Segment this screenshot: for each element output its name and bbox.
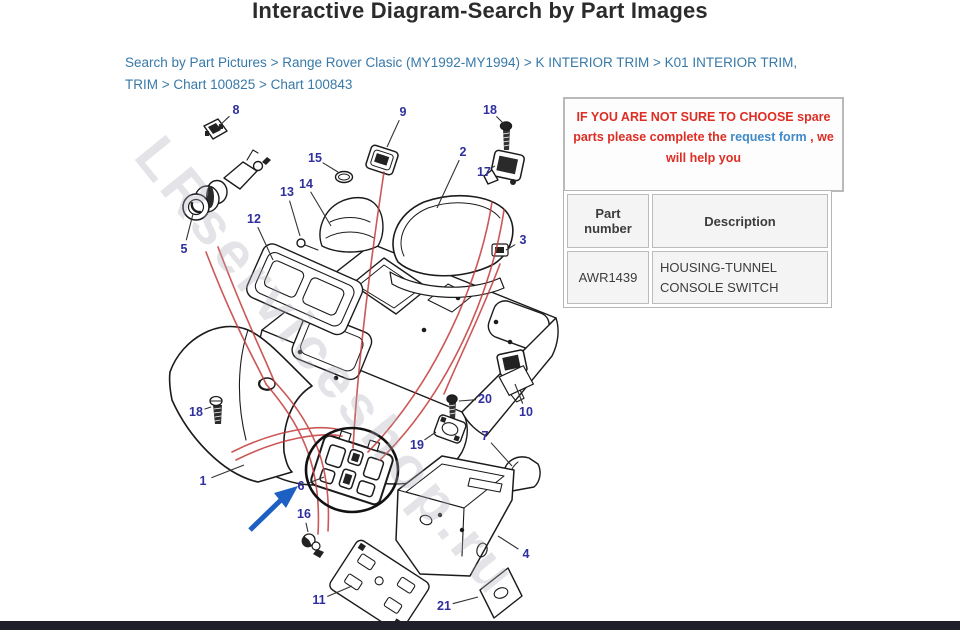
notice-line1-strong: IF YOU ARE NOT SURE TO CHOOSE xyxy=(576,110,794,124)
callout-number-9[interactable]: 9 xyxy=(400,105,407,119)
header-description: Description xyxy=(652,194,828,248)
parts-table-header-row: Part number Description xyxy=(567,194,828,248)
callout-leader-line xyxy=(505,244,516,251)
breadcrumb-link[interactable]: K01 INTERIOR TRIM, TRIM xyxy=(125,55,798,92)
part-13-clip xyxy=(296,238,306,248)
callout-number-3[interactable]: 3 xyxy=(520,233,527,247)
part-10-switch xyxy=(496,349,534,403)
callout-number-17[interactable]: 17 xyxy=(477,165,491,179)
callout-leader-line xyxy=(497,535,519,550)
callout-leader-line xyxy=(310,191,332,227)
notice-line2-prefix: please complete the xyxy=(607,130,727,145)
callout-number-1[interactable]: 1 xyxy=(200,474,207,488)
callout-leader-line xyxy=(514,383,524,404)
breadcrumb-link[interactable]: Range Rover Clasic (MY1992-MY1994) xyxy=(282,55,521,70)
callout-leader-line xyxy=(490,442,513,467)
callout-leader-line xyxy=(386,119,400,148)
part-5-lock-cylinder xyxy=(182,149,271,221)
callout-number-18[interactable]: 18 xyxy=(483,103,497,117)
part-20-screw xyxy=(446,394,458,420)
highlight-arrow-icon xyxy=(248,486,298,532)
callout-number-6[interactable]: 6 xyxy=(298,479,305,493)
header-part-number: Part number xyxy=(567,194,649,248)
part-4-rear-bin xyxy=(395,455,515,577)
callout-leader-line xyxy=(309,476,325,484)
highlight-circle xyxy=(304,426,400,514)
bottom-bar xyxy=(0,621,960,630)
part-11-plate xyxy=(329,539,430,630)
callout-number-21[interactable]: 21 xyxy=(437,599,451,613)
part-18-screw-left xyxy=(209,395,223,424)
callout-number-20[interactable]: 20 xyxy=(478,392,492,406)
callout-number-10[interactable]: 10 xyxy=(519,405,533,419)
part-8-clip xyxy=(203,118,228,140)
notice-line2-suffix: , we will help you xyxy=(665,130,834,165)
part-15-oring xyxy=(334,170,354,184)
callout-leader-line xyxy=(211,464,245,479)
breadcrumb-link[interactable]: K INTERIOR TRIM xyxy=(535,55,650,70)
breadcrumb-link[interactable]: Chart 100843 xyxy=(270,76,353,92)
part-18-screw-top xyxy=(499,121,513,150)
callout-leader-line xyxy=(216,115,230,129)
parts-table: Part number Description AWR1439 HOUSING-… xyxy=(563,190,832,308)
part-16-bulb xyxy=(301,533,324,558)
callout-number-13[interactable]: 13 xyxy=(280,185,294,199)
callout-leader-line xyxy=(185,213,194,241)
callout-leader-line xyxy=(204,406,212,410)
callout-number-14[interactable]: 14 xyxy=(299,177,313,191)
callout-number-7[interactable]: 7 xyxy=(482,429,489,443)
part-14-gear-boot xyxy=(296,196,384,253)
notice-line1-rest: spare parts xyxy=(573,110,831,145)
part-21-pad xyxy=(479,567,523,619)
callout-leader-line xyxy=(495,115,505,125)
callout-number-18[interactable]: 18 xyxy=(189,405,203,419)
description-cell: HOUSING-TUNNEL CONSOLE SWITCH xyxy=(652,251,828,304)
callout-number-8[interactable]: 8 xyxy=(233,103,240,117)
part-9-switch xyxy=(365,144,399,176)
callout-leader-line xyxy=(305,522,309,533)
callout-number-15[interactable]: 15 xyxy=(308,151,322,165)
callout-leader-line xyxy=(257,226,274,261)
callout-number-16[interactable]: 16 xyxy=(297,507,311,521)
request-form-link[interactable]: request form xyxy=(730,130,807,145)
callout-leader-line xyxy=(289,200,301,237)
callout-number-5[interactable]: 5 xyxy=(181,242,188,256)
callout-leader-line xyxy=(322,162,339,173)
part-19-nut xyxy=(433,414,467,444)
part-number-cell: AWR1439 xyxy=(567,251,649,304)
table-row: AWR1439 HOUSING-TUNNEL CONSOLE SWITCH xyxy=(567,251,828,304)
callout-number-2[interactable]: 2 xyxy=(460,145,467,159)
part-6-switch-housing[interactable] xyxy=(310,427,397,506)
notice-box: IF YOU ARE NOT SURE TO CHOOSE spare part… xyxy=(563,97,844,192)
part-2-armrest xyxy=(389,195,514,298)
callout-leader-line xyxy=(458,399,477,402)
part-12-tray xyxy=(246,243,364,336)
callout-leader-line xyxy=(491,165,496,169)
part-17-switch xyxy=(483,149,525,185)
callout-number-11[interactable]: 11 xyxy=(312,593,325,607)
breadcrumb[interactable]: Search by Part Pictures > Range Rover Cl… xyxy=(125,55,798,92)
breadcrumb-link[interactable]: Search by Part Pictures xyxy=(125,55,267,70)
callout-number-12[interactable]: 12 xyxy=(247,212,261,226)
callout-leader-line xyxy=(424,431,437,441)
breadcrumb-link[interactable]: Chart 100825 xyxy=(173,76,256,92)
callout-leader-line xyxy=(327,585,353,597)
callout-leader-line xyxy=(452,596,479,605)
callout-number-4[interactable]: 4 xyxy=(523,547,530,561)
callout-leader-line xyxy=(436,159,460,209)
callout-number-19[interactable]: 19 xyxy=(410,438,424,452)
page-title: Interactive Diagram-Search by Part Image… xyxy=(252,0,708,23)
